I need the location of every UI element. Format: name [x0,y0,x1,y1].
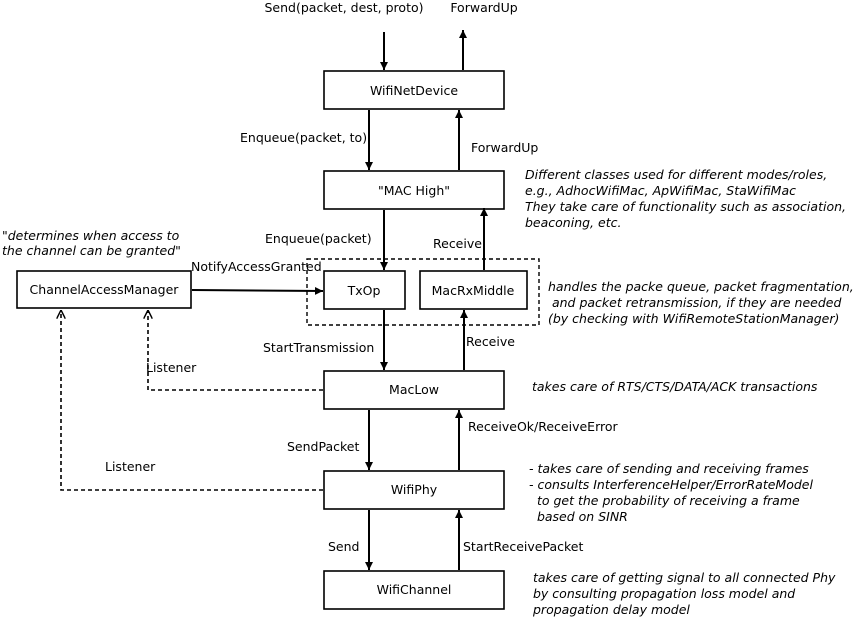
forwardup-mid-label: ForwardUp [471,140,538,155]
note-cam-line: "determines when access to [2,228,180,243]
receive-upper-label: Receive [433,236,482,251]
note-wifiphy-line: to get the probability of receiving a fr… [529,493,800,508]
maclow-node[interactable]: MacLow [323,370,505,410]
channelaccessmanager-node[interactable]: ChannelAccessManager [16,270,192,309]
listener-upper-arrow [148,310,323,391]
txop-node[interactable]: TxOp [323,270,406,310]
macrxmiddle-label: MacRxMiddle [432,283,515,298]
receive-lower-label: Receive [466,334,515,349]
note-wifichannel-line: propagation delay model [532,602,690,617]
note-maclow-line: takes care of RTS/CTS/DATA/ACK transacti… [532,379,818,394]
notify-access-granted-label: NotifyAccessGranted [191,259,322,274]
wifichannel-label: WifiChannel [377,582,452,597]
note-machigh-line: e.g., AdhocWifiMac, ApWifiMac, StaWifiMa… [525,183,796,198]
wifiphy-label: WifiPhy [391,482,438,497]
receive-ok-error-label: ReceiveOk/ReceiveError [468,419,618,434]
note-wifichannel: takes care of getting signal to all conn… [532,570,836,617]
start-receive-packet-label: StartReceivePacket [463,539,583,554]
mac-high-label: "MAC High" [378,183,450,198]
txop-label: TxOp [347,283,381,298]
send-packet-label: SendPacket [287,439,359,454]
note-wifiphy: - takes care of sending and receiving fr… [529,461,813,524]
send-label: Send(packet, dest, proto) [264,0,423,15]
note-txop-line: (by checking with WifiRemoteStationManag… [548,311,839,326]
note-machigh-line: They take care of functionality such as … [525,199,846,214]
note-machigh-line: Different classes used for different mod… [525,167,827,182]
note-wifiphy-line: - consults InterferenceHelper/ErrorRateM… [529,477,813,492]
note-machigh-line: beaconing, etc. [525,215,621,230]
wifichannel-node[interactable]: WifiChannel [323,570,505,610]
mac-high-node[interactable]: "MAC High" [323,170,505,210]
note-machigh: Different classes used for different mod… [525,167,846,230]
wifinetdevice-node[interactable]: WifiNetDevice [323,70,505,110]
forwardup-top-label: ForwardUp [450,0,517,15]
note-channelaccessmanager: "determines when access to the channel c… [2,228,181,258]
note-cam-line: the channel can be granted" [2,243,181,258]
note-wifiphy-line: - takes care of sending and receiving fr… [529,461,809,476]
send-phy-label: Send [328,539,359,554]
note-wifichannel-line: takes care of getting signal to all conn… [533,570,836,585]
listener-upper-label: Listener [146,360,197,375]
macrxmiddle-node[interactable]: MacRxMiddle [419,270,528,310]
start-transmission-label: StartTransmission [263,340,374,355]
listener-lower-arrow [61,310,323,491]
notify-access-granted-arrow [191,286,324,295]
note-wifiphy-line: based on SINR [529,509,628,524]
channelaccessmanager-label: ChannelAccessManager [30,282,180,297]
wifinetdevice-label: WifiNetDevice [370,83,458,98]
mac-middle-group-outline [306,258,540,326]
wifiphy-node[interactable]: WifiPhy [323,470,505,510]
note-txop-line: and packet retransmission, if they are n… [548,295,841,310]
listener-lower-label: Listener [105,459,156,474]
note-txop-line: handles the packe queue, packet fragment… [548,279,854,294]
enqueue-packet-label: Enqueue(packet) [265,231,372,246]
note-maclow: takes care of RTS/CTS/DATA/ACK transacti… [532,379,818,394]
enqueue-packet-to-label: Enqueue(packet, to) [240,130,367,145]
note-txop: handles the packe queue, packet fragment… [548,279,854,326]
note-wifichannel-line: by consulting propagation loss model and [533,586,795,601]
maclow-label: MacLow [389,382,439,397]
